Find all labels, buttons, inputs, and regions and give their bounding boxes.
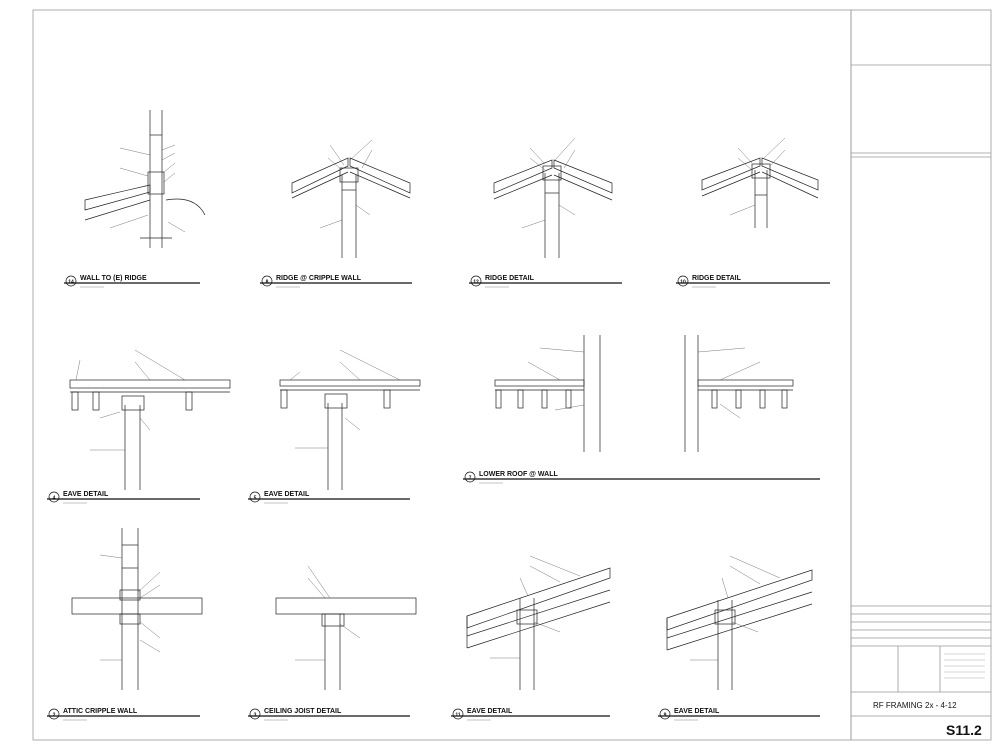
detail-4-number: 4 — [53, 496, 56, 502]
detail-12-drawing — [493, 159, 613, 258]
detail-title-bars — [47, 275, 830, 720]
detail-14-title: WALL TO (E) RIDGE — [80, 275, 147, 282]
detail-9-number: 9 — [664, 713, 667, 719]
detail-3-leaders — [295, 565, 361, 661]
detail-12-leaders — [521, 137, 576, 229]
detail-5-title: EAVE DETAIL — [264, 491, 310, 498]
detail-2-number: 2 — [53, 713, 56, 719]
detail-3-title: CEILING JOIST DETAIL — [264, 708, 342, 715]
detail-12-title: RIDGE DETAIL — [485, 275, 535, 282]
detail-3-number: 3 — [254, 713, 257, 719]
detail-8-drawing — [291, 157, 411, 258]
detail-5-number: 5 — [254, 496, 257, 502]
scale-notes — [63, 286, 716, 721]
detail-5-leaders — [289, 349, 401, 449]
detail-11-drawing — [466, 567, 611, 690]
detail-7-title: LOWER ROOF @ WALL — [479, 471, 558, 478]
detail-8-leaders — [319, 139, 373, 229]
detail-8-title: RIDGE @ CRIPPLE WALL — [276, 275, 362, 282]
detail-12-number: 12 — [473, 280, 479, 286]
detail-8-number: 8 — [266, 280, 269, 286]
detail-10-drawing — [701, 157, 819, 228]
detail-10-leaders — [729, 137, 786, 216]
detail-2-title: ATTIC CRIPPLE WALL — [63, 708, 138, 715]
detail-14-number: 14 — [68, 280, 74, 286]
sheet-border — [32, 9, 992, 741]
detail-11-title: EAVE DETAIL — [467, 708, 513, 715]
detail-4-drawing — [69, 379, 231, 490]
detail-11-leaders — [490, 555, 581, 659]
detail-9-leaders — [690, 555, 781, 661]
detail-7-number: 7 — [469, 476, 472, 482]
sheet-title: RF FRAMING 2x - 4-12 — [873, 701, 957, 710]
sheet-number: S11.2 — [946, 722, 982, 738]
detail-9-drawing — [666, 569, 813, 690]
detail-5-drawing — [279, 379, 421, 490]
detail-14-drawing — [84, 110, 206, 248]
detail-7-drawing — [494, 335, 794, 452]
detail-3-drawing — [275, 597, 417, 690]
detail-11-number: 11 — [455, 713, 461, 719]
detail-4-leaders — [75, 349, 186, 451]
detail-2-leaders — [99, 554, 161, 661]
detail-7-leaders — [527, 347, 761, 419]
titleblock-small-text — [944, 653, 985, 679]
detail-9-title: EAVE DETAIL — [674, 708, 720, 715]
detail-2-drawing — [71, 528, 203, 690]
detail-4-title: EAVE DETAIL — [63, 491, 109, 498]
detail-14-leaders — [109, 144, 186, 233]
detail-10-title: RIDGE DETAIL — [692, 275, 742, 282]
detail-10-number: 10 — [680, 280, 686, 286]
